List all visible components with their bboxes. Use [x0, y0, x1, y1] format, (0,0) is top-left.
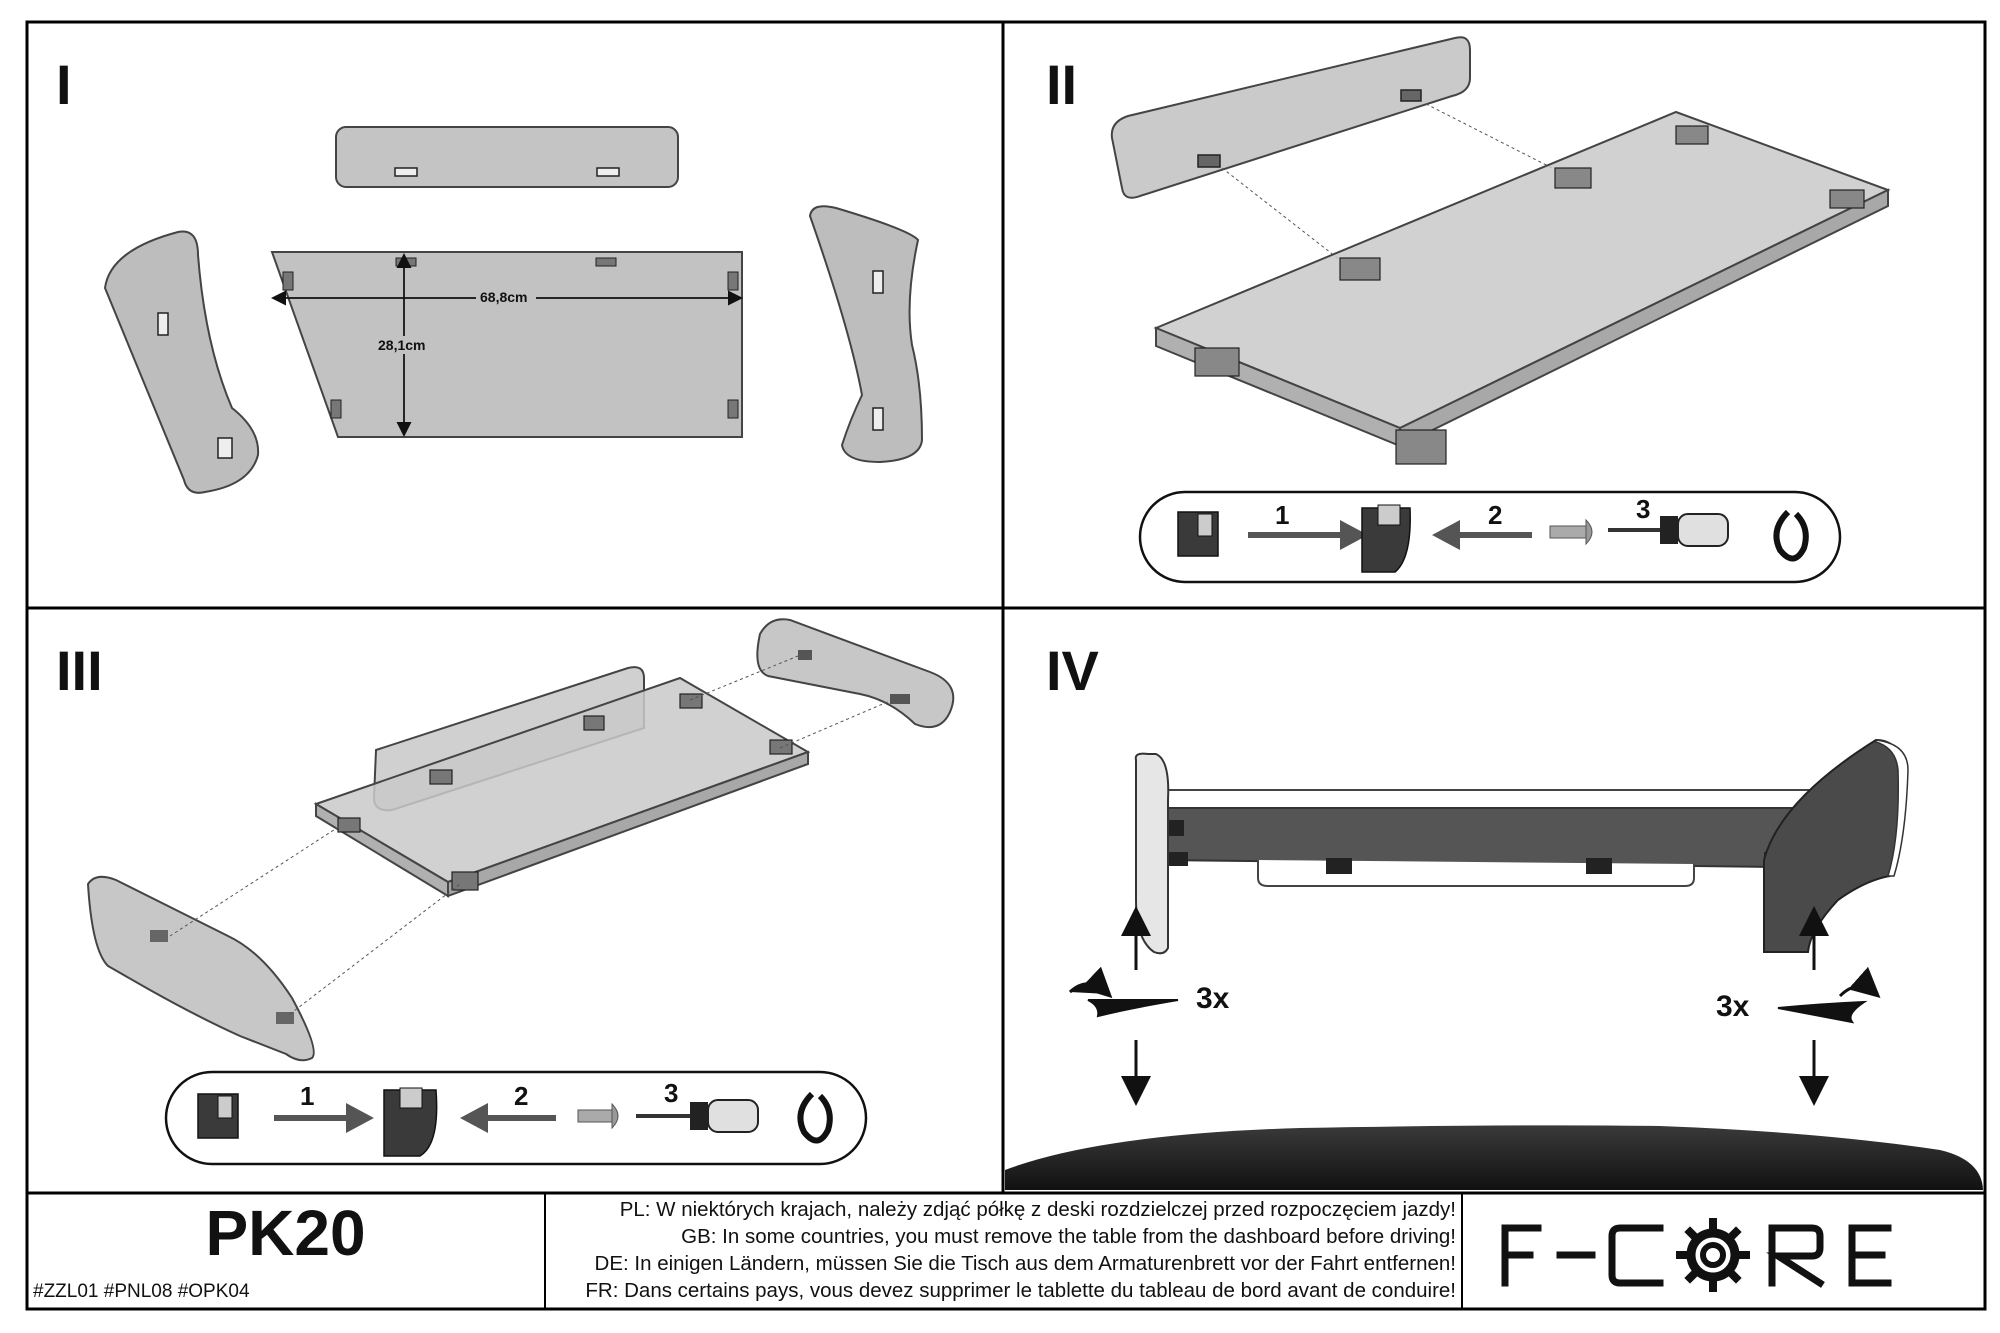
notice-fr: FR: Dans certains pays, vous devez suppr…	[585, 1279, 1456, 1302]
right-side-panel-iso	[756, 618, 955, 728]
connector-icon	[217, 437, 233, 459]
dashboard-shape	[1005, 1125, 1983, 1190]
twist-icon-right	[1777, 1000, 1868, 1024]
back-board	[335, 126, 679, 188]
back-board-floating	[1110, 36, 1471, 199]
panel-numeral-3: III	[56, 639, 103, 702]
left-side-panel	[103, 230, 260, 494]
brand-cell	[1463, 1193, 1985, 1309]
table-underside	[1157, 807, 1871, 870]
panel-numeral-4: IV	[1046, 639, 1099, 702]
frame	[25, 20, 1987, 1311]
model-title: PK20	[205, 1197, 366, 1269]
footer: PK20 #ZZL01 #PNL08 #OPK04 PL: W niektóry…	[27, 1193, 1985, 1309]
left-side-panel	[1134, 752, 1170, 955]
table-top	[270, 251, 743, 438]
screw-icon	[577, 1102, 619, 1130]
left-side-panel-iso	[86, 875, 315, 1062]
step-number-2: 2	[514, 1081, 528, 1111]
panel-1-parts: 68,8cm 28,1cm	[103, 126, 924, 494]
step-arrow-2	[460, 1103, 488, 1133]
screwdriver-icon	[636, 1099, 759, 1133]
connector-icon	[1197, 154, 1221, 168]
model-codes: #ZZL01 #PNL08 #OPK04	[33, 1281, 250, 1302]
model-cell: PK20 #ZZL01 #PNL08 #OPK04	[27, 1193, 544, 1309]
step-number-2: 2	[1488, 500, 1502, 530]
panel-numeral-2: II	[1046, 53, 1077, 116]
rotate-icon	[797, 1091, 833, 1144]
right-side-panel	[808, 205, 924, 464]
safety-notice: PL: W niektórych krajach, należy zdjąć p…	[544, 1193, 1463, 1309]
width-dimension-label: 68,8cm	[480, 289, 527, 305]
notice-pl: PL: W niektórych krajach, należy zdjąć p…	[619, 1198, 1456, 1221]
twist-icon-left	[1069, 983, 1179, 1018]
fittings-iso	[1194, 125, 1865, 465]
step-number-3: 3	[1636, 494, 1650, 524]
panel-2-parts: 1 2 3	[1110, 36, 1891, 584]
connector-icon	[596, 167, 620, 177]
housing-icon	[383, 1089, 438, 1157]
panel-4-parts: 3x 3x	[1005, 738, 1983, 1190]
panel-numeral-1: I	[56, 53, 72, 116]
step-number-3: 3	[664, 1078, 678, 1108]
repeat-label-right: 3x	[1716, 990, 1750, 1023]
step-number-1: 1	[1275, 500, 1289, 530]
connector-icon	[872, 270, 884, 294]
repeat-label-left: 3x	[1196, 982, 1230, 1015]
step-arrow-2	[1432, 520, 1460, 550]
f-core-logo	[1501, 1218, 1892, 1292]
connector-icon	[394, 167, 418, 177]
gear-icon	[1676, 1218, 1750, 1292]
step-number-1: 1	[300, 1081, 314, 1111]
panel-3-parts: 1 2 3	[86, 618, 955, 1166]
notice-de: DE: In einigen Ländern, müssen Sie die T…	[594, 1252, 1456, 1275]
right-side-panel	[1763, 738, 1904, 953]
table-front-edge	[1157, 789, 1871, 809]
back-board-edge	[1257, 860, 1695, 887]
screwdriver-icon	[1608, 513, 1729, 547]
connector-icon	[157, 312, 169, 336]
connector-icon	[872, 407, 884, 431]
height-dimension-label: 28,1cm	[378, 337, 425, 353]
notice-gb: GB: In some countries, you must remove t…	[681, 1225, 1456, 1248]
rotate-icon	[1773, 509, 1809, 562]
connector-icon	[1400, 89, 1422, 102]
screw-icon	[1549, 518, 1593, 546]
